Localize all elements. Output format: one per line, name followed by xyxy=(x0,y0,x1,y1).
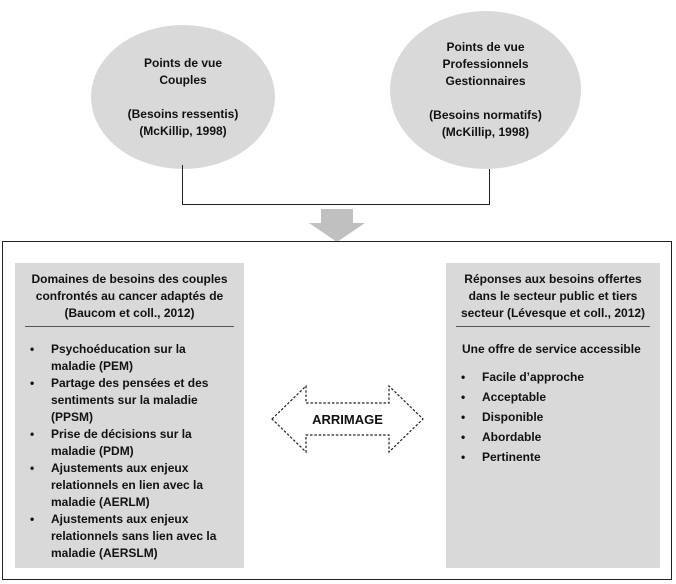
list-item: • Ajustements aux enjeux relationnels en… xyxy=(30,461,204,509)
bullet-icon: • xyxy=(30,512,35,526)
list-item: • Ajustements aux enjeux relationnels sa… xyxy=(30,512,217,560)
bullet-icon: • xyxy=(30,376,35,390)
professionals-title-line-2: Professionnels xyxy=(442,57,529,71)
bullet-icon: • xyxy=(30,461,35,475)
offer-title: Une offre de service accessible xyxy=(462,342,641,356)
bullet-icon: • xyxy=(30,342,35,356)
responses-heading: Réponses aux besoins offertes dans le se… xyxy=(460,272,646,320)
list-item: • Partage des pensées et des sentiments … xyxy=(30,376,209,424)
connector-left xyxy=(182,165,183,205)
list-item: • Pertinente xyxy=(461,450,541,464)
bullet-icon: • xyxy=(461,410,466,424)
list-item: • Facile d’approche xyxy=(461,370,585,384)
couples-title-line-1: Points de vue xyxy=(143,55,223,70)
responses-panel: Réponses aux besoins offertes dans le se… xyxy=(446,263,660,568)
couples-needs: (Besoins ressentis) xyxy=(127,106,239,121)
double-arrow-icon xyxy=(271,384,424,454)
bullet-icon: • xyxy=(461,370,466,384)
bullet-icon: • xyxy=(30,427,35,441)
down-arrow-icon xyxy=(309,209,365,242)
couples-ref: (McKillip, 1998) xyxy=(139,123,227,138)
connector-right xyxy=(489,169,490,205)
heading-divider xyxy=(456,326,650,327)
bullet-icon: • xyxy=(461,430,466,444)
list-item: • Disponible xyxy=(461,410,544,424)
professionals-ellipse: Points de vue Professionnels Gestionnair… xyxy=(390,11,581,169)
arrimage-label: ARRIMAGE xyxy=(312,411,383,427)
list-item: • Abordable xyxy=(461,430,542,444)
arrimage-arrow: ARRIMAGE xyxy=(270,384,425,454)
needs-domains-heading: Domaines de besoins des couples confront… xyxy=(31,272,228,320)
list-item: • Acceptable xyxy=(461,390,547,404)
couples-ellipse: Points de vue Couples (Besoins ressentis… xyxy=(91,25,275,169)
heading-divider xyxy=(25,326,234,327)
responses-list: • Facile d’approche • Acceptable • Dispo… xyxy=(446,358,660,466)
list-item: • Prise de décisions sur la maladie (PDM… xyxy=(30,427,192,458)
professionals-title-line-3: Gestionnaires xyxy=(445,74,526,88)
list-item: • Psychoéducation sur la maladie (PEM) xyxy=(30,342,186,373)
professionals-needs: (Besoins normatifs) xyxy=(429,108,542,122)
professionals-title-line-1: Points de vue xyxy=(446,40,525,54)
needs-domains-list: • Psychoéducation sur la maladie (PEM) •… xyxy=(15,327,244,562)
bullet-icon: • xyxy=(461,390,466,404)
professionals-ref: (McKillip, 1998) xyxy=(441,125,530,139)
lower-frame xyxy=(2,241,672,580)
couples-title-line-2: Couples xyxy=(159,72,207,87)
needs-domains-panel: Domaines de besoins des couples confront… xyxy=(15,263,244,568)
bullet-icon: • xyxy=(461,450,466,464)
connector-bottom xyxy=(182,204,490,205)
